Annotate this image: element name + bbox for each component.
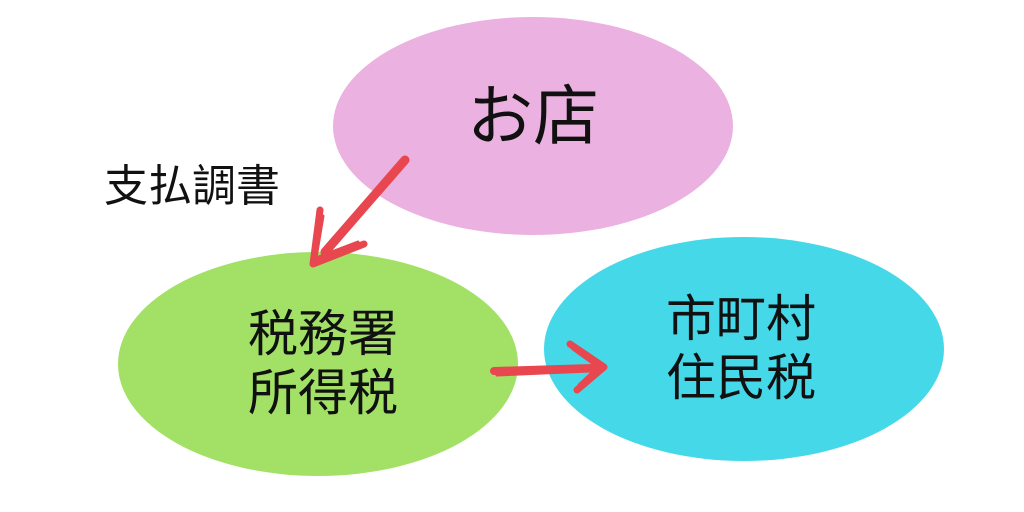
municipality-node-line2: 住民税 <box>666 349 816 407</box>
shop-node: お店 <box>333 17 733 235</box>
tax-office-to-municipality-arrow <box>490 340 608 394</box>
tax-office-node: 税務署 所得税 <box>118 252 518 476</box>
municipality-node: 市町村 住民税 <box>544 237 944 461</box>
tax-office-node-line1: 税務署 <box>248 305 398 363</box>
municipality-node-line1: 市町村 <box>666 290 816 348</box>
payment-record-label: 支払調書 <box>104 161 280 212</box>
tax-office-node-line2: 所得税 <box>248 364 398 422</box>
shop-to-tax-office-arrow <box>309 155 410 268</box>
shop-node-label: お店 <box>467 78 599 156</box>
